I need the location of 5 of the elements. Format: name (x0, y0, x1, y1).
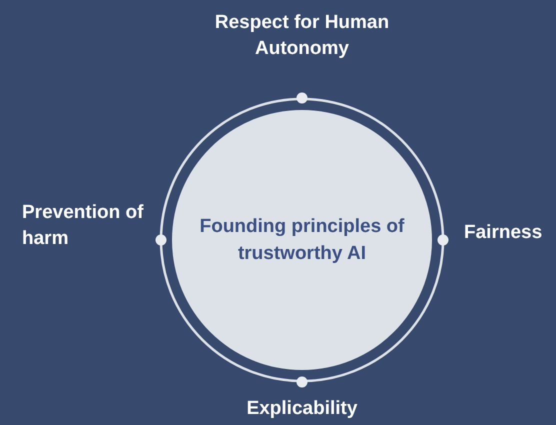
principle-label: Respect for Human Autonomy (214, 11, 390, 61)
principle-label: Explicability (246, 397, 358, 421)
principle-label: Fairness (464, 221, 544, 245)
principle-label: Prevention of harm (22, 201, 144, 251)
circle-title: Founding principles of trustworthy AI (198, 215, 406, 266)
